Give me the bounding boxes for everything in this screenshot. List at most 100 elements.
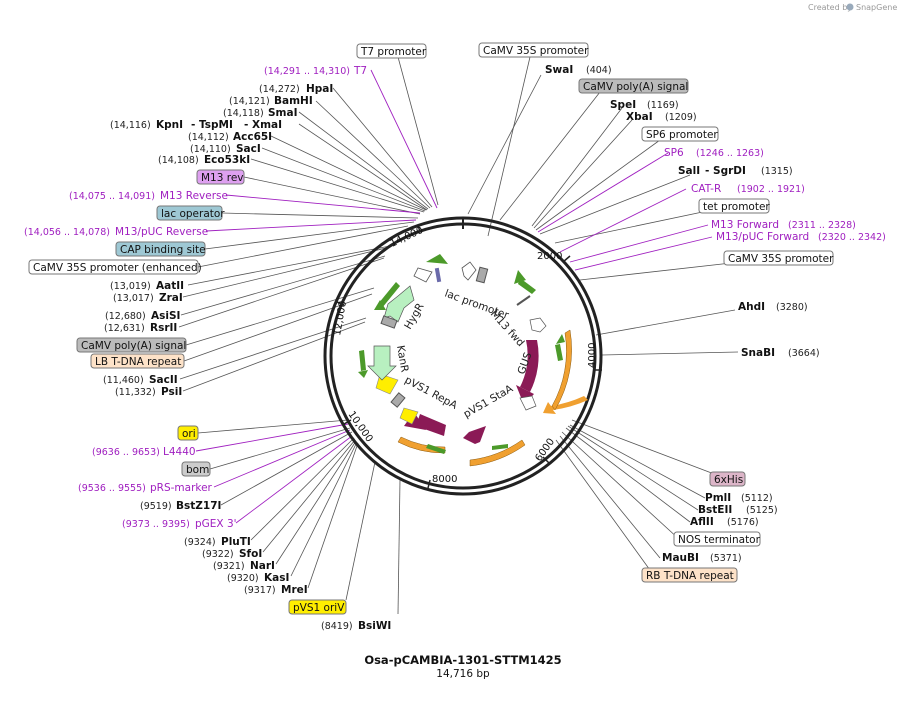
- label-tet-promoter: tet promoter: [703, 201, 770, 213]
- label-sp6-promoter: SP6 promoter: [646, 129, 718, 141]
- enzyme-sali: SalI: [678, 165, 700, 177]
- plasmid-name: Osa-pCAMBIA-1301-STTM1425: [364, 653, 561, 667]
- enzyme-kasi: KasI: [264, 572, 289, 584]
- enzyme-hpai: HpaI: [306, 83, 333, 95]
- enzyme-mrei: MreI: [281, 584, 308, 596]
- primer-sp6: SP6: [664, 147, 684, 159]
- primer-m13puc-forward: M13/pUC Forward: [716, 231, 809, 243]
- primer-pgex-pos: (9373 .. 9395): [122, 519, 190, 530]
- enzyme-saci-pos: (14,110): [190, 144, 231, 155]
- label-6xhis: 6xHis: [714, 474, 743, 486]
- feature-label-pvs1-staa: pVS1 StaA: [462, 382, 516, 420]
- label-rb-tdna-repeat: RB T-DNA repeat: [646, 570, 734, 582]
- enzyme-aflii: AflII: [690, 516, 714, 528]
- enzyme-aatii: AatII: [156, 280, 184, 292]
- enzyme-sgrdi: - SgrDI: [705, 165, 746, 177]
- enzyme-ahdi: AhdI: [738, 301, 765, 313]
- tick-label: 2000: [537, 251, 562, 262]
- backbone-outer-ring: [323, 216, 603, 496]
- enzyme-spei-pos: (1169): [647, 100, 679, 111]
- label-lac-operator: lac operator: [161, 208, 225, 220]
- tick-label: 8000: [432, 474, 457, 485]
- enzyme-acc65i-pos: (14,112): [188, 132, 229, 143]
- primer-catr-pos: (1902 .. 1921): [737, 184, 805, 195]
- primer-m13-forward-pos: (2311 .. 2328): [788, 220, 856, 231]
- primer-m13puc-reverse-pos: (14,056 .. 14,078): [24, 227, 110, 238]
- enzyme-zrai: ZraI: [159, 292, 183, 304]
- enzyme-asisi-pos: (12,680): [105, 311, 146, 322]
- primer-m13puc-reverse: M13/pUC Reverse: [115, 226, 208, 238]
- primer-t7-pos: (14,291 .. 14,310): [264, 66, 350, 77]
- enzyme-swai-pos: (404): [586, 65, 612, 76]
- label-camv-35s-right: CaMV 35S promoter: [728, 253, 834, 265]
- enzyme-rsrii: RsrII: [150, 322, 177, 334]
- label-t7-promoter: T7 promoter: [360, 46, 427, 58]
- snapgene-logo-icon: [846, 3, 854, 11]
- enzyme-sali-pos: (1315): [761, 166, 793, 177]
- label-camv-polya-left: CaMV poly(A) signal: [81, 340, 186, 352]
- enzyme-snabi: SnaBI: [741, 347, 775, 359]
- primer-catr: CAT-R: [691, 183, 721, 195]
- backbone-inner-ring: [329, 222, 597, 490]
- enzyme-sfoi: SfoI: [239, 548, 262, 560]
- label-lb-tdna-repeat: LB T-DNA repeat: [95, 356, 181, 368]
- feature-arrows: [358, 254, 588, 467]
- enzyme-xbai-pos: (1209): [665, 112, 697, 123]
- enzyme-asisi: AsiSI: [151, 310, 180, 322]
- enzyme-rsrii-pos: (12,631): [104, 323, 145, 334]
- feature-boxes: T7 promoter CaMV 35S promoter CaMV poly(…: [28, 42, 834, 615]
- enzyme-tspmi: - TspMI: [191, 119, 233, 131]
- label-camv-enhanced: CaMV 35S promoter (enhanced): [33, 262, 202, 274]
- enzyme-bamhi: BamHI: [274, 95, 313, 107]
- plasmid-size: 14,716 bp: [436, 668, 490, 680]
- enzyme-bstz17i-pos: (9519): [140, 501, 172, 512]
- enzyme-kpni: KpnI: [156, 119, 183, 131]
- created-by-text: Created by: [808, 3, 852, 12]
- right-labels: SwaI (404) SpeI (1169) XbaI (1209) SP6 (…: [545, 64, 886, 564]
- enzyme-nari-pos: (9321): [213, 561, 245, 572]
- enzyme-snabi-pos: (3664): [788, 348, 820, 359]
- enzyme-bsteii-pos: (5125): [746, 505, 778, 516]
- enzyme-aflii-pos: (5176): [727, 517, 759, 528]
- enzyme-swai: SwaI: [545, 64, 573, 76]
- label-bom: bom: [186, 464, 209, 476]
- enzyme-sacii-pos: (11,460): [103, 375, 144, 386]
- feature-label-pvs1-repa: pVS1 RepA: [403, 374, 460, 412]
- enzyme-hpai-pos: (14,272): [259, 84, 300, 95]
- enzyme-nari: NarI: [250, 560, 275, 572]
- enzyme-bsteii: BstEII: [698, 504, 732, 516]
- primer-pgex: pGEX 3': [195, 518, 237, 530]
- label-cap-binding-site: CAP binding site: [120, 244, 206, 256]
- enzyme-ahdi-pos: (3280): [776, 302, 808, 313]
- enzyme-zrai-pos: (13,017): [113, 293, 154, 304]
- enzyme-psii-pos: (11,332): [115, 387, 156, 398]
- enzyme-xmai: - XmaI: [244, 119, 282, 131]
- primer-prs-marker: pRS-marker: [150, 482, 213, 494]
- enzyme-xbai: XbaI: [626, 111, 653, 123]
- enzyme-saci: SacI: [236, 143, 261, 155]
- enzyme-pmli: PmlI: [705, 492, 731, 504]
- enzyme-bamhi-pos: (14,121): [229, 96, 270, 107]
- primer-m13-forward: M13 Forward: [711, 219, 779, 231]
- enzyme-psii: PsiI: [161, 386, 182, 398]
- label-pvs1-oriv: pVS1 oriV: [293, 602, 345, 614]
- label-nos-terminator: NOS terminator: [678, 534, 761, 546]
- enzyme-kpni-pos: (14,116): [110, 120, 151, 131]
- primer-l4440: L4440: [163, 446, 196, 458]
- enzyme-smai: SmaI: [268, 107, 298, 119]
- enzyme-bsiwi: BsiWI: [358, 620, 391, 632]
- label-camv-35s-top: CaMV 35S promoter: [483, 45, 589, 57]
- primer-m13-reverse-pos: (14,075 .. 14,091): [69, 191, 155, 202]
- enzyme-kasi-pos: (9320): [227, 573, 259, 584]
- enzyme-pmli-pos: (5112): [741, 493, 773, 504]
- enzyme-pluti-pos: (9324): [184, 537, 216, 548]
- enzyme-pluti: PluTI: [221, 536, 251, 548]
- left-labels: (14,291 .. 14,310) T7 (14,272) HpaI (14,…: [24, 65, 391, 632]
- primer-l4440-pos: (9636 .. 9653): [92, 447, 160, 458]
- feature-label-kanr: KanR: [394, 344, 411, 373]
- primer-t7: T7: [353, 65, 367, 77]
- enzyme-acc65i: Acc65I: [233, 131, 272, 143]
- enzyme-eco53ki-pos: (14,108): [158, 155, 199, 166]
- enzyme-spei: SpeI: [610, 99, 636, 111]
